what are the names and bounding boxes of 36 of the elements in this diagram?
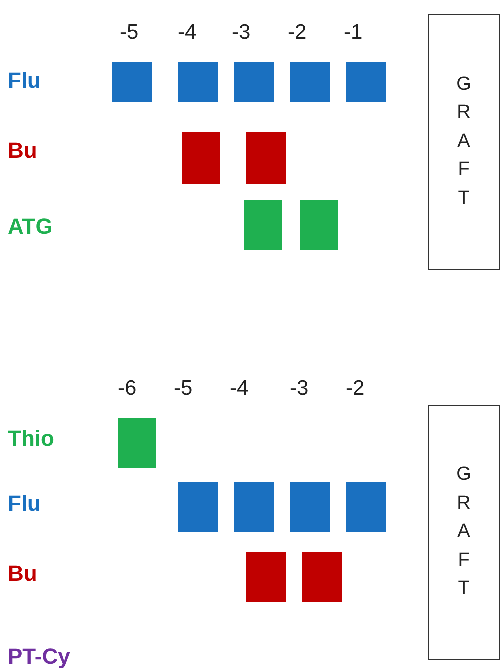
day-label: -1 bbox=[344, 22, 363, 43]
day-label: -5 bbox=[174, 378, 193, 399]
drug-label: Flu bbox=[8, 493, 41, 515]
drug-label: Bu bbox=[8, 563, 38, 585]
day-label: -2 bbox=[288, 22, 307, 43]
graft-label: GRAFT bbox=[456, 463, 472, 602]
dose-block bbox=[118, 418, 156, 468]
day-label: -5 bbox=[120, 22, 139, 43]
dose-block bbox=[178, 482, 218, 532]
graft-box bbox=[428, 14, 500, 270]
day-label: -2 bbox=[346, 378, 365, 399]
day-label: -3 bbox=[290, 378, 309, 399]
dose-block bbox=[178, 62, 218, 102]
dose-block bbox=[234, 62, 274, 102]
dose-block bbox=[246, 552, 286, 602]
day-label: -6 bbox=[118, 378, 137, 399]
dose-block bbox=[300, 200, 338, 250]
day-label: -4 bbox=[178, 22, 197, 43]
dose-block bbox=[182, 132, 220, 184]
dose-block bbox=[246, 132, 286, 184]
graft-label: GRAFT bbox=[456, 72, 472, 211]
dose-block bbox=[302, 552, 342, 602]
drug-label: Thio bbox=[8, 428, 54, 450]
dose-block bbox=[234, 482, 274, 532]
dose-block bbox=[112, 62, 152, 102]
dose-block bbox=[290, 62, 330, 102]
dose-block bbox=[346, 62, 386, 102]
drug-label: Flu bbox=[8, 70, 41, 92]
dose-block bbox=[346, 482, 386, 532]
day-label: -4 bbox=[230, 378, 249, 399]
graft-box bbox=[428, 405, 500, 660]
drug-label: Bu bbox=[8, 140, 38, 162]
day-label: -3 bbox=[232, 22, 251, 43]
dose-block bbox=[244, 200, 282, 250]
drug-label: ATG bbox=[8, 216, 53, 238]
dose-block bbox=[290, 482, 330, 532]
